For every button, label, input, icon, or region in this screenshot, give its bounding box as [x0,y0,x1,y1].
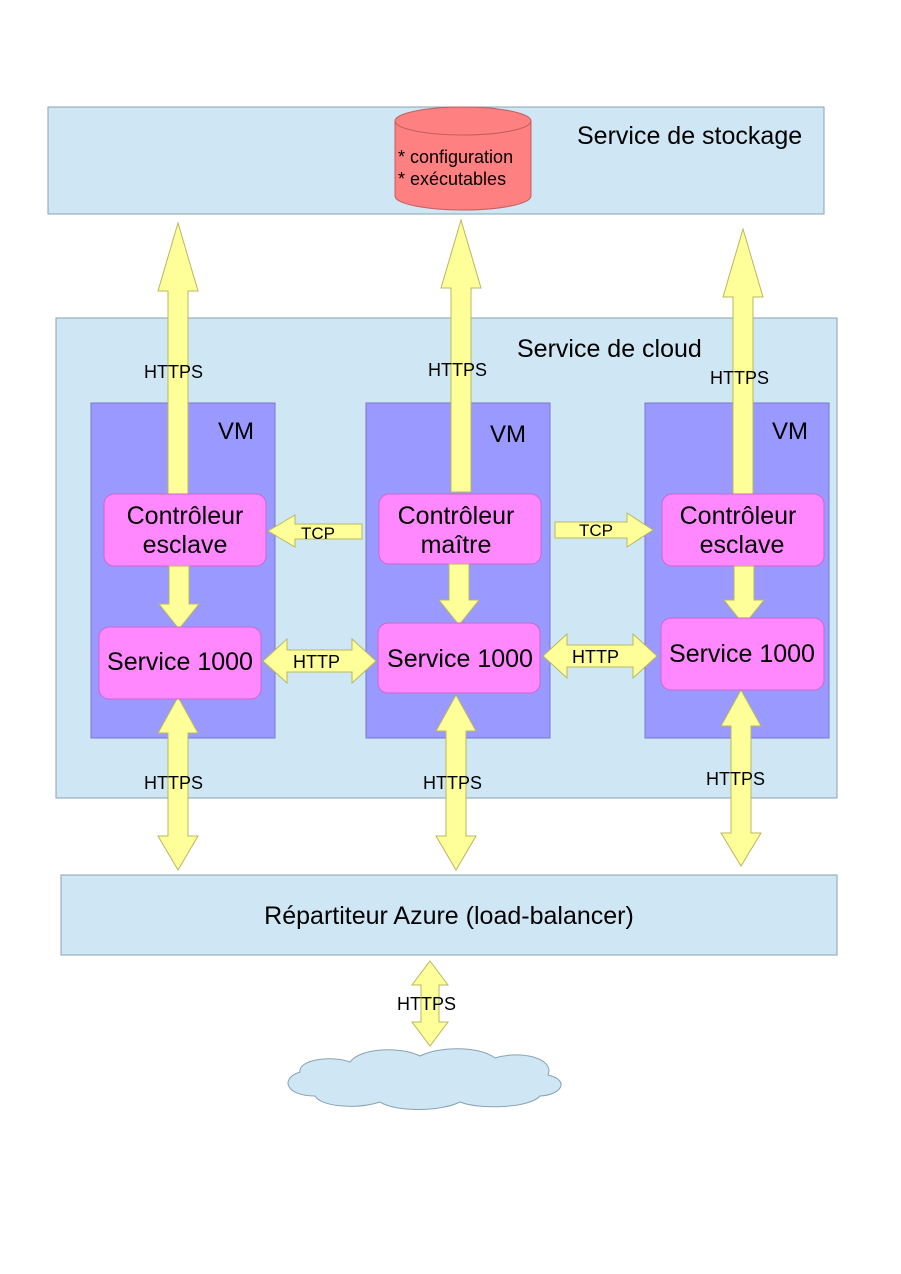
load-balancer-title: Répartiteur Azure (load-balancer) [264,902,634,930]
arrow-vm3-lb: HTTPS [706,688,765,867]
arrow-tcp-left: TCP [267,514,363,548]
arrow-vm1-lb-shape [157,695,199,871]
cloud-service-title: Service de cloud [517,335,702,363]
load-balancer: Répartiteur Azure (load-balancer) [60,874,838,956]
vm-3-label: VM [772,418,808,445]
arrow-vm3-storage: HTTPS [710,227,769,495]
arrow-vm1-storage: HTTPS [144,221,203,495]
arrow-http-right-shape [542,632,658,680]
internet-cloud-icon [287,1048,562,1110]
arrow-vm1-storage-label: HTTPS [144,362,203,382]
service-1-label: Service 1000 [107,648,253,676]
arrow-http-left-label: HTTP [293,652,340,672]
arrow-vm1-lb-label: HTTPS [144,773,203,793]
service-2: Service 1000 [377,622,541,694]
arrow-controller-2-service [437,563,481,626]
controller-1: Contrôleur esclave [103,493,267,567]
database-body [394,120,532,211]
service-2-box [377,622,541,694]
arrow-tcp-right-label: TCP [579,521,613,540]
arrow-http-left: HTTP [262,637,377,685]
arrow-tcp-right: TCP [554,512,654,548]
controller-2-line-2: maître [421,531,492,559]
arrow-vm3-storage-label: HTTPS [710,368,769,388]
load-balancer-box [60,874,838,956]
arrow-controller-3-service [722,565,766,626]
storage-service-title: Service de stockage [577,122,802,150]
arrow-http-right-label: HTTP [572,647,619,667]
controller-1-line-2: esclave [143,531,228,559]
arrow-vm2-lb-label: HTTPS [423,773,482,793]
arrow-vm1-lb: HTTPS [144,695,203,871]
database-top [394,106,532,136]
controller-3-line-2: esclave [700,531,785,559]
arrow-vm3-lb-label: HTTPS [706,769,765,789]
storage-service: Service de stockage * configuration * ex… [47,106,825,215]
vm-1-label: VM [218,418,254,445]
service-3-box [660,617,825,691]
arrow-http-right: HTTP [542,632,658,680]
arrow-internet-lb-shape [411,960,449,1047]
arrow-controller-1-service [157,565,201,630]
arrow-vm3-lb-shape [720,688,762,867]
arrow-vm2-storage-shape [440,218,482,493]
controller-3: Contrôleur esclave [661,493,825,567]
service-1-box [98,626,262,700]
controller-1-line-1: Contrôleur [127,502,244,530]
service-3: Service 1000 [660,617,825,691]
arrow-tcp-left-shape [267,514,363,548]
vm-2-label: VM [490,421,526,448]
database-line-1: * configuration [398,147,513,167]
controller-3-line-1: Contrôleur [680,502,797,530]
arrow-tcp-left-label: TCP [301,524,335,543]
arrow-vm2-storage-label: HTTPS [428,360,487,380]
service-1: Service 1000 [98,626,262,700]
service-3-label: Service 1000 [669,640,815,668]
arrow-internet-lb-label: HTTPS [397,994,456,1014]
arrow-internet-lb: HTTPS [397,960,456,1047]
controller-2-line-1: Contrôleur [398,502,515,530]
arrow-tcp-right-shape [554,512,654,548]
controller-2: Contrôleur maître [378,493,542,565]
arrow-vm2-lb-shape [435,693,477,871]
database-line-2: * exécutables [398,169,506,189]
database-icon: * configuration * exécutables [394,106,532,211]
service-2-label: Service 1000 [387,645,533,673]
arrow-vm2-lb: HTTPS [423,693,482,871]
arrow-vm2-storage: HTTPS [428,218,487,493]
arrow-http-left-shape [262,637,377,685]
